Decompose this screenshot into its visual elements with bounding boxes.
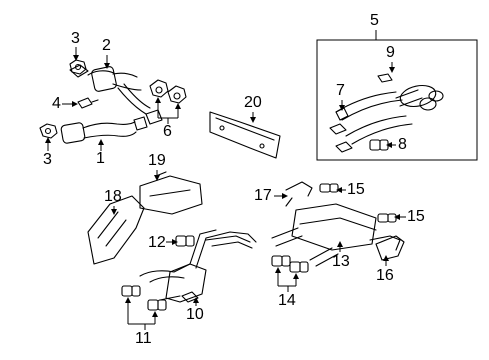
callout-14: 14: [278, 292, 296, 309]
part-9-hanger: [377, 73, 393, 83]
part-18-heat-shield: [87, 195, 145, 265]
part-15-clamp-lower: [377, 213, 397, 223]
callout-17: 17: [254, 187, 272, 204]
part-2-front-pipe-upper: [69, 64, 163, 125]
callout-15-upper: 15: [347, 181, 365, 198]
callout-16: 16: [376, 267, 394, 284]
callout-7: 7: [336, 82, 345, 99]
callout-3-lower: 3: [43, 151, 52, 168]
callout-13: 13: [332, 253, 350, 270]
part-4-stud: [77, 97, 99, 109]
callout-2: 2: [102, 37, 111, 54]
part-14-clamps: [271, 255, 309, 273]
part-1-front-pipe-lower: [60, 116, 148, 144]
part-15-clamp-upper: [319, 183, 339, 193]
part-12-clamp: [175, 235, 195, 247]
part-8-clamp: [369, 139, 389, 151]
callout-18: 18: [104, 188, 122, 205]
part-3-gasket-lower: [39, 123, 58, 139]
callout-10: 10: [186, 306, 204, 323]
muffler-assembly-group-box: [316, 39, 478, 161]
part-17-hanger: [285, 181, 313, 207]
part-16-hanger-bracket: [375, 235, 405, 261]
callout-12: 12: [148, 234, 166, 251]
callout-8: 8: [398, 136, 407, 153]
part-13-rear-muffler: [271, 203, 401, 267]
callout-6: 6: [163, 123, 172, 140]
callout-11: 11: [135, 330, 152, 347]
callout-4: 4: [52, 95, 61, 112]
part-11-clamps: [121, 285, 167, 311]
callout-15-lower: 15: [407, 208, 425, 225]
part-20-bracket: [209, 111, 281, 159]
leader-lines: [45, 30, 406, 330]
part-6-gaskets: [149, 79, 187, 104]
part-19-heat-shield: [139, 171, 203, 215]
callout-1: 1: [96, 150, 105, 167]
part-5-rear-muffler-assembly: [329, 84, 444, 153]
callout-5: 5: [370, 12, 379, 29]
part-10-intermediate-pipe: [139, 229, 257, 303]
callout-20: 20: [244, 94, 262, 111]
part-3-gasket-upper: [69, 59, 87, 75]
callout-9: 9: [386, 44, 395, 61]
callout-19: 19: [148, 152, 166, 169]
callout-3-upper: 3: [71, 30, 80, 47]
